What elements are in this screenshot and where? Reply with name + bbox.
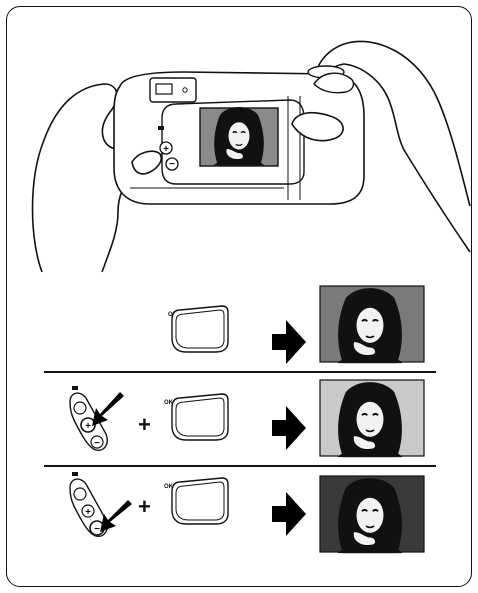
plus-button-symbol: + (85, 421, 91, 432)
press-arrow-icon (92, 392, 124, 426)
minus-button-symbol: − (94, 524, 100, 535)
minus-button-symbol: − (94, 438, 100, 449)
camera-hands-illustration: + − (33, 41, 471, 272)
plus-sign: + (138, 494, 151, 519)
zoom-buttons-minus-highlight[interactable]: + − (70, 472, 132, 536)
result-image-dark (320, 476, 424, 553)
arrow-right-icon (272, 406, 306, 450)
result-image-normal (320, 286, 424, 363)
step-2-row: + − + OK (70, 380, 424, 457)
plus-button-symbol: + (85, 507, 91, 518)
result-image-bright (320, 380, 424, 457)
arrow-right-icon (272, 320, 306, 364)
svg-text:+: + (163, 144, 169, 155)
ok-button-1[interactable]: OK (168, 306, 228, 352)
ok-button-2[interactable]: OK (164, 394, 228, 440)
step-3-row: + − + OK (70, 472, 424, 553)
ok-button-3[interactable]: OK (164, 478, 228, 524)
step-1-row: OK (168, 286, 424, 364)
plus-sign: + (138, 412, 151, 437)
zoom-buttons-plus-highlight[interactable]: + − (70, 386, 124, 450)
svg-text:−: − (169, 159, 175, 170)
arrow-right-icon (272, 492, 306, 536)
press-arrow-icon (100, 500, 132, 532)
